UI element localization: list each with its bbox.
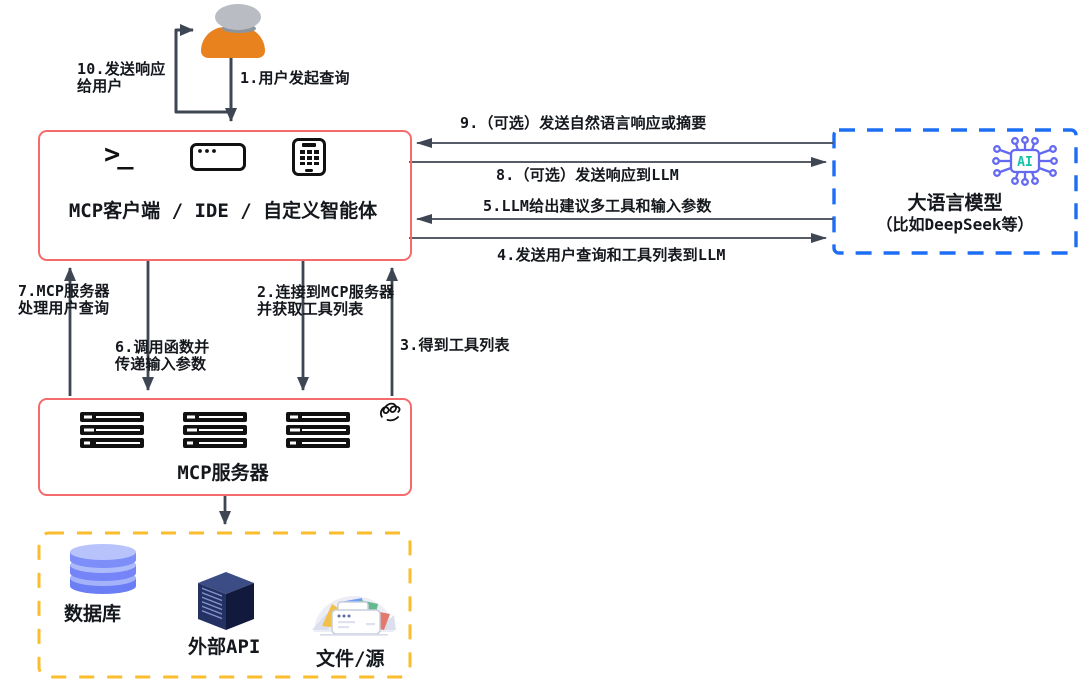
edge-label-step1: 1.用户发起查询 [240, 69, 350, 87]
api-label: 外部API [188, 636, 261, 658]
server-rack-icon [286, 412, 350, 448]
edge-label-step4: 4.发送用户查询和工具列表到LLM [497, 246, 726, 264]
tablet-app-icon [292, 138, 326, 176]
files-icon [312, 596, 396, 636]
resources-box-border [37, 531, 412, 679]
ai-chip-icon: AI [992, 136, 1058, 186]
api-server-icon [198, 572, 254, 630]
edge-label-step6: 6.调用函数并 传递输入参数 [115, 338, 210, 373]
edge-label-step2: 2.连接到MCP服务器 并获取工具列表 [257, 283, 395, 318]
edge-label-step3: 3.得到工具列表 [400, 336, 510, 354]
edge-label-step10: 10.发送响应 给用户 [77, 60, 166, 95]
mcp-server-box [38, 398, 412, 496]
client-title: MCP客户端 / IDE / 自定义智能体 [68, 200, 378, 222]
llm-box: AI 大语言模型 （比如DeepSeek等） [832, 128, 1078, 255]
mcp-client-box [38, 130, 412, 261]
server-title: MCP服务器 [177, 462, 269, 484]
files-label: 文件/源 [316, 648, 385, 670]
database-icon [70, 544, 136, 594]
user-head-icon [215, 4, 261, 30]
browser-window-icon [190, 143, 246, 171]
terminal-icon: >_ [104, 139, 133, 170]
scribble-icon [380, 402, 401, 422]
database-label: 数据库 [64, 603, 122, 625]
llm-title-line1: 大语言模型 [907, 192, 1003, 214]
llm-box-border [832, 128, 1078, 255]
edge-label-step9: 9.（可选）发送自然语言响应或摘要 [460, 114, 707, 132]
edge-label-step8: 8.（可选）发送响应到LLM [496, 166, 679, 184]
edge-label-step5: 5.LLM给出建议多工具和输入参数 [483, 197, 712, 215]
arrow-step10 [174, 24, 229, 114]
server-rack-icon [80, 412, 144, 448]
edge-label-step7: 7.MCP服务器 处理用户查询 [18, 282, 110, 317]
server-rack-icon [183, 412, 247, 448]
ai-chip-label: AI [1017, 155, 1033, 170]
llm-title-line2: （比如DeepSeek等） [876, 215, 1034, 234]
